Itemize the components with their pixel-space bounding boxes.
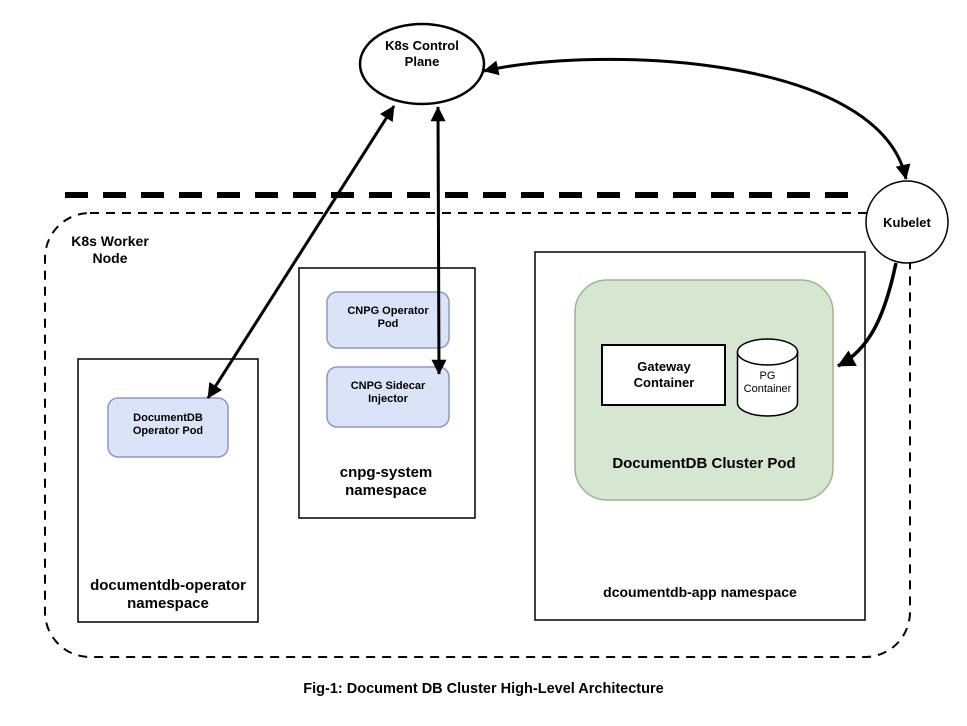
arrow-control-plane-sidecar-injector bbox=[430, 106, 447, 375]
worker-node-label: K8s Worker Node bbox=[71, 233, 149, 267]
kubelet-label: Kubelet bbox=[883, 215, 931, 230]
arrow-control-plane-kubelet bbox=[483, 57, 911, 180]
arrow-kubelet-cluster-pod bbox=[837, 262, 898, 368]
control-plane-shape bbox=[358, 22, 486, 106]
pg-container-cylinder-top bbox=[736, 338, 799, 366]
worker-node-boundary bbox=[44, 212, 911, 658]
gateway-container-label: Gateway Container bbox=[633, 359, 695, 390]
pg-container-label: PG Container bbox=[743, 370, 792, 396]
documentdb-operator-namespace-label: documentdb-operator namespace bbox=[90, 577, 246, 613]
arrow-control-plane-documentdb-operator bbox=[206, 105, 396, 399]
gateway-container-shape bbox=[601, 344, 726, 406]
cnpg-operator-pod-label: CNPG Operator Pod bbox=[347, 305, 429, 331]
cnpg-system-namespace-label: cnpg-system namespace bbox=[339, 464, 433, 500]
cnpg-sidecar-injector-label: CNPG Sidecar Injector bbox=[350, 380, 426, 406]
documentdb-operator-namespace-box bbox=[77, 358, 259, 623]
figure-caption: Fig-1: Document DB Cluster High-Level Ar… bbox=[303, 681, 664, 697]
documentdb-operator-pod-shape bbox=[107, 397, 229, 458]
control-plane-label: K8s Control Plane bbox=[385, 38, 459, 69]
documentdb-operator-pod-label: DocumentDB Operator Pod bbox=[132, 412, 204, 438]
documentdb-cluster-pod-label: DocumentDB Cluster Pod bbox=[612, 455, 796, 472]
pg-container-cylinder-body bbox=[736, 351, 799, 417]
kubelet-shape bbox=[865, 180, 949, 264]
documentdb-app-namespace-label: dcoumentdb-app namespace bbox=[603, 584, 797, 600]
